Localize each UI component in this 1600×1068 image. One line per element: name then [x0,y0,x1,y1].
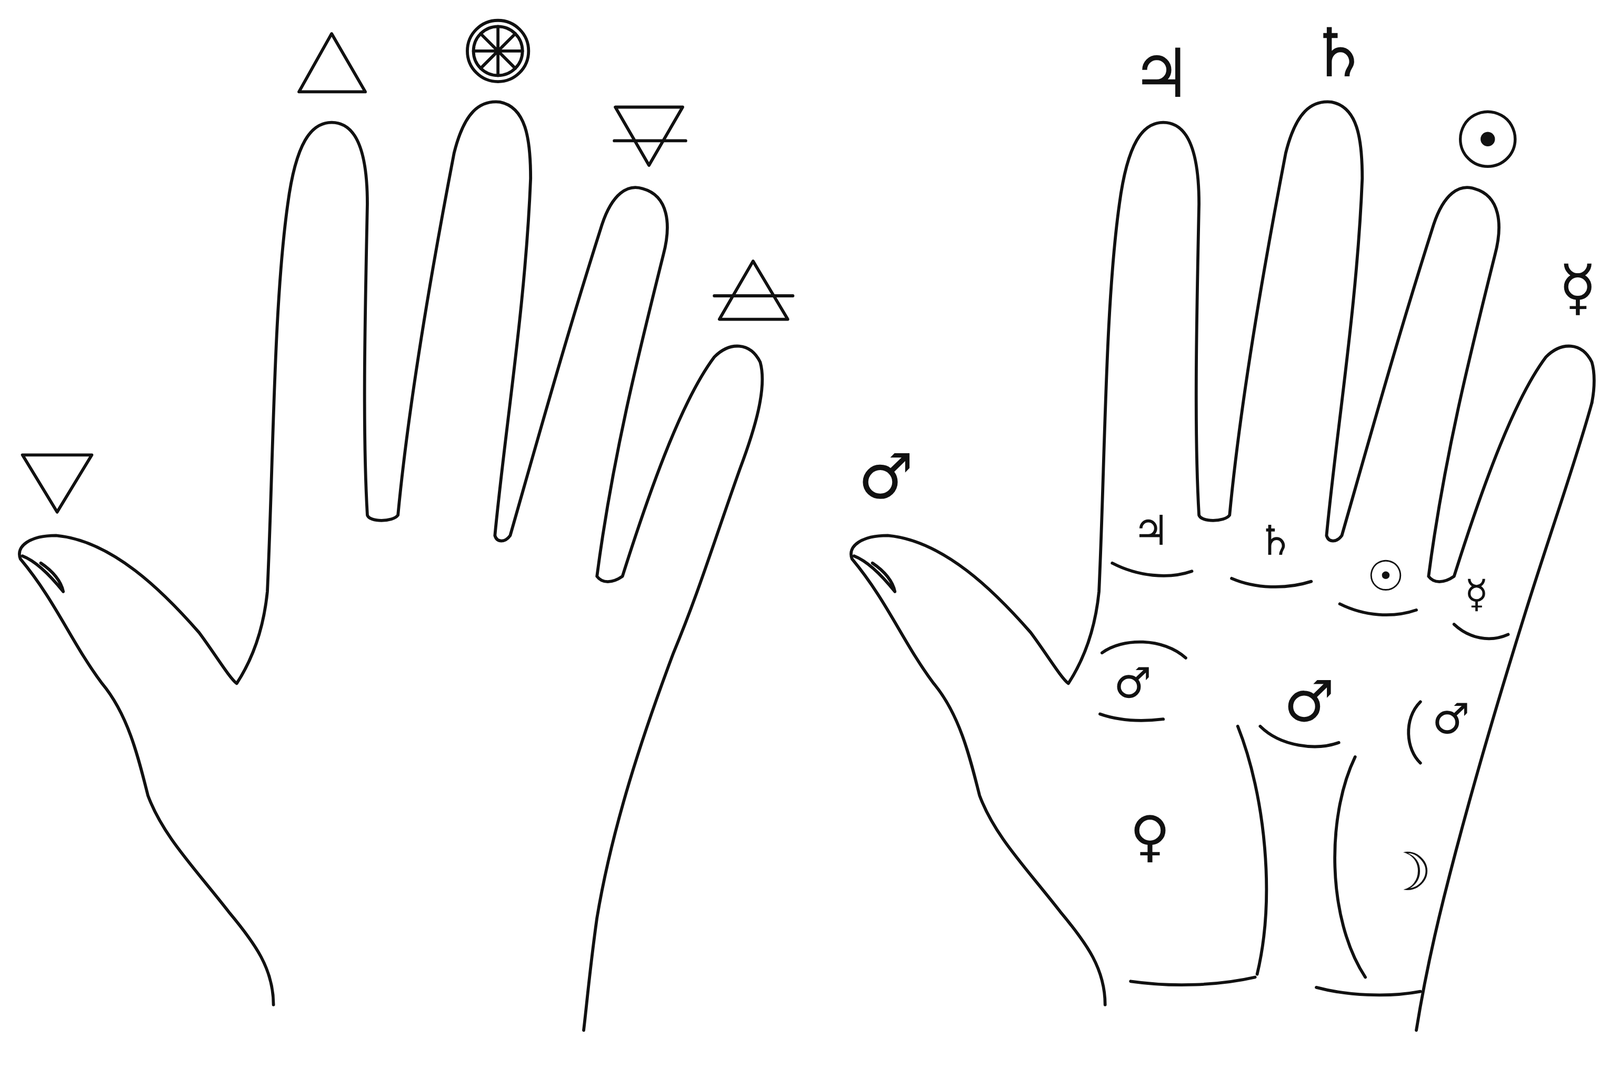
planet-symbol: ♄ [1308,19,1369,87]
planet-symbol: ♃ [1131,40,1192,108]
fire-symbol [298,33,366,92]
planet-symbol: ♄ [1257,520,1295,562]
planet-symbol: ☿ [1558,256,1597,319]
earth-symbol [614,106,686,165]
planet-symbol: ♂ [1113,662,1152,705]
mount-arc [1100,714,1164,721]
hand-outline [851,101,1595,1005]
mount-arc [1408,701,1421,763]
palm-line [1237,726,1267,975]
planet-symbol: ♂ [1283,673,1335,730]
thumbnail [22,555,64,592]
palm-line [1316,987,1421,996]
planet-symbol: ♃ [1132,510,1170,552]
planet-symbol: ☉ [1452,101,1523,180]
hand-outline [19,101,763,1030]
spirit-wheel-symbol [467,20,529,82]
mount-arc [1340,603,1417,615]
mount-arc [1231,578,1312,587]
planet-symbol: ☽ [1384,845,1433,899]
mount-arc [1102,642,1186,658]
palm-line [1130,977,1256,986]
planet-symbol: ☉ [1366,555,1405,598]
hand-right [851,101,1595,1005]
mount-arc [1112,563,1192,576]
planet-symbol: ♂ [857,445,914,508]
water-symbol [22,454,93,513]
hand-edge [1416,402,1592,1030]
thumbnail [854,555,896,592]
mount-arc [1454,624,1509,639]
palm-line [1334,756,1366,978]
planet-symbol: ♂ [1432,697,1470,740]
air-symbol [714,261,793,319]
planet-symbol: ♀ [1130,808,1171,865]
planet-symbol: ☿ [1464,574,1489,614]
